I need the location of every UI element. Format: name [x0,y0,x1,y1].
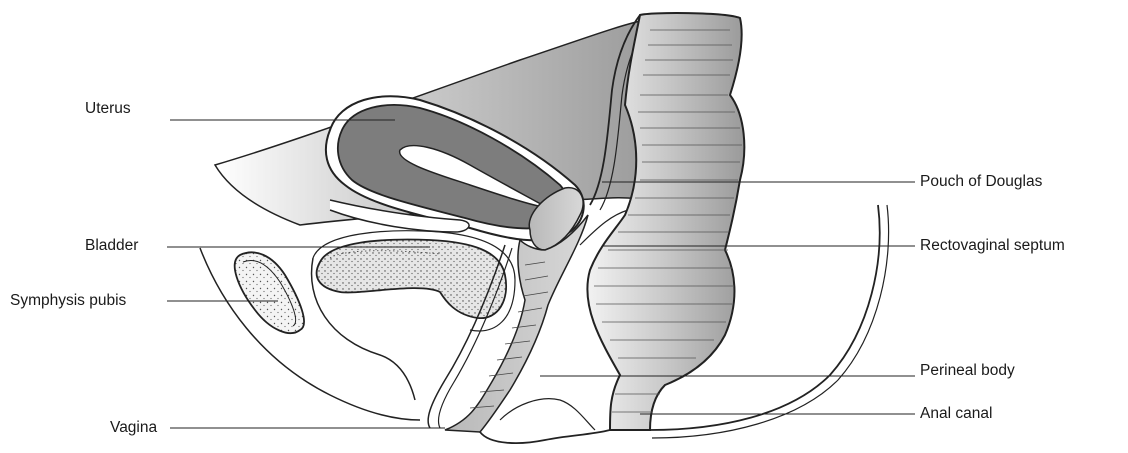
label-bladder: Bladder [85,237,138,255]
label-uterus: Uterus [85,100,131,118]
label-symphysis-pubis: Symphysis pubis [10,292,126,310]
label-vagina: Vagina [110,419,157,437]
bladder-shape [317,240,507,319]
label-anal-canal: Anal canal [920,405,992,423]
symphysis-pubis-shape [235,252,304,333]
label-rectovaginal-septum: Rectovaginal septum [920,237,1065,255]
label-perineal-body: Perineal body [920,362,1015,380]
perineal-body-outline [480,430,610,443]
label-pouch-of-douglas: Pouch of Douglas [920,173,1042,191]
